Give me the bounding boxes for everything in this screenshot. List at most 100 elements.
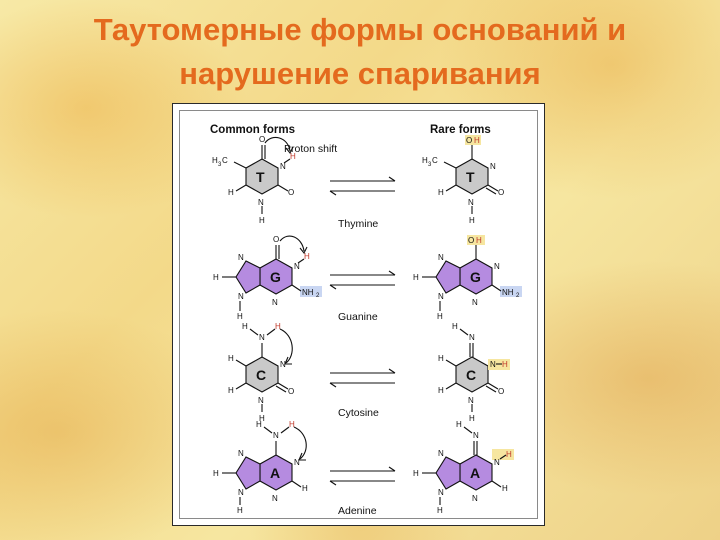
atom-label: O: [468, 236, 474, 245]
atom-label: H: [474, 136, 480, 145]
atom-label: H: [452, 322, 458, 331]
atom-label: NH: [302, 288, 314, 297]
atom-label: H: [213, 469, 219, 478]
atom-label: N: [280, 360, 286, 369]
atom-label: 3: [428, 162, 432, 168]
atom-label: H: [228, 354, 234, 363]
atom-label: A: [470, 465, 480, 481]
atom-label: H: [476, 236, 482, 245]
atom-label: H: [228, 386, 234, 395]
atom-label: H: [213, 273, 219, 282]
atom-label: N: [473, 431, 479, 440]
atom-label: H: [237, 506, 243, 515]
header-rare-forms: Rare forms: [430, 124, 491, 136]
atom-label: H: [212, 156, 218, 165]
thymine-rare: T O H N O N H H H 3 C: [422, 135, 504, 225]
atom-label: N: [490, 162, 496, 171]
thymine-common-letter: T: [256, 169, 265, 185]
atom-label: H: [506, 450, 512, 459]
adenine-common: A N H H N H N N N H H: [213, 420, 308, 515]
atom-label: 3: [218, 162, 222, 168]
atom-label: H: [438, 354, 444, 363]
atom-label: C: [466, 367, 476, 383]
atom-label: H: [437, 506, 443, 515]
atom-label: N: [472, 494, 478, 503]
atom-label: H: [259, 414, 265, 423]
atom-label: N: [258, 198, 264, 207]
atom-label: T: [466, 169, 475, 185]
atom-label: G: [270, 269, 281, 285]
atom-label: H: [304, 252, 310, 261]
atom-label: N: [438, 253, 444, 262]
atom-label: 2: [516, 293, 520, 299]
atom-label: N: [468, 396, 474, 405]
atom-label: G: [470, 269, 481, 285]
cytosine-label: Cytosine: [338, 407, 379, 419]
atom-label: H: [259, 216, 265, 225]
atom-label: H: [413, 469, 419, 478]
title-line-2: нарушение спаривания: [179, 56, 541, 91]
atom-label: O: [498, 387, 504, 396]
cytosine-common: C N H H N O N H H H: [228, 322, 294, 423]
atom-label: C: [222, 156, 228, 165]
atom-label: C: [432, 156, 438, 165]
atom-label: H: [242, 322, 248, 331]
atom-label: N: [273, 431, 279, 440]
title-line-1: Таутомерные формы оснований и: [93, 12, 627, 47]
atom-label: H: [302, 484, 308, 493]
atom-label: N: [238, 449, 244, 458]
figure-frame: Common forms Rare forms Proton shift T O…: [172, 103, 545, 526]
atom-label: N: [438, 292, 444, 301]
atom-label: 2: [316, 293, 320, 299]
thymine-common: T O N H O N H H H 3 C: [212, 135, 296, 225]
atom-label: N: [294, 262, 300, 271]
proton-shift-label: Proton shift: [284, 143, 337, 155]
atom-label: O: [498, 188, 504, 197]
atom-label: H: [289, 420, 295, 429]
atom-label: N: [468, 198, 474, 207]
thymine-label: Thymine: [338, 218, 378, 230]
atom-label: N: [494, 458, 500, 467]
atom-label: H: [237, 312, 243, 321]
guanine-rare: G O H N NH 2 N N N H H: [413, 235, 522, 321]
atom-label: N: [259, 333, 265, 342]
guanine-common: G O N H NH 2 N N N H H: [213, 235, 322, 321]
equilibrium-arrows-thymine: [329, 176, 396, 196]
atom-label: H: [502, 360, 508, 369]
adenine-label: Adenine: [338, 505, 377, 517]
atom-label: N: [490, 360, 496, 369]
atom-label: O: [466, 136, 472, 145]
atom-label: N: [272, 494, 278, 503]
equilibrium-arrows-guanine: [329, 270, 396, 290]
atom-label: A: [270, 465, 280, 481]
atom-label: H: [438, 188, 444, 197]
atom-label: O: [273, 235, 279, 244]
adenine-rare: A N H N H H N N N H H: [413, 420, 514, 515]
atom-label: N: [238, 292, 244, 301]
atom-label: C: [256, 367, 266, 383]
cytosine-rare: C N H N H O N H H H: [438, 322, 510, 423]
atom-label: N: [438, 449, 444, 458]
atom-label: H: [469, 216, 475, 225]
atom-label: H: [437, 312, 443, 321]
atom-label: N: [472, 298, 478, 307]
header-common-forms: Common forms: [210, 124, 295, 136]
atom-label: O: [288, 188, 294, 197]
slide-title: Таутомерные формы оснований и нарушение …: [0, 8, 720, 96]
atom-label: H: [438, 386, 444, 395]
atom-label: N: [469, 333, 475, 342]
atom-label: NH: [502, 288, 514, 297]
thymine-shift-hydrogen: H: [290, 152, 296, 161]
atom-label: N: [280, 162, 286, 171]
equilibrium-arrows-cytosine: [329, 368, 396, 388]
tautomer-figure: Common forms Rare forms Proton shift T O…: [179, 110, 538, 519]
atom-label: N: [438, 488, 444, 497]
atom-label: N: [238, 253, 244, 262]
guanine-label: Guanine: [338, 311, 378, 323]
atom-label: H: [228, 188, 234, 197]
equilibrium-arrows-adenine: [329, 466, 396, 486]
atom-label: N: [272, 298, 278, 307]
atom-label: H: [275, 322, 281, 331]
atom-label: H: [469, 414, 475, 423]
atom-label: H: [256, 420, 262, 429]
